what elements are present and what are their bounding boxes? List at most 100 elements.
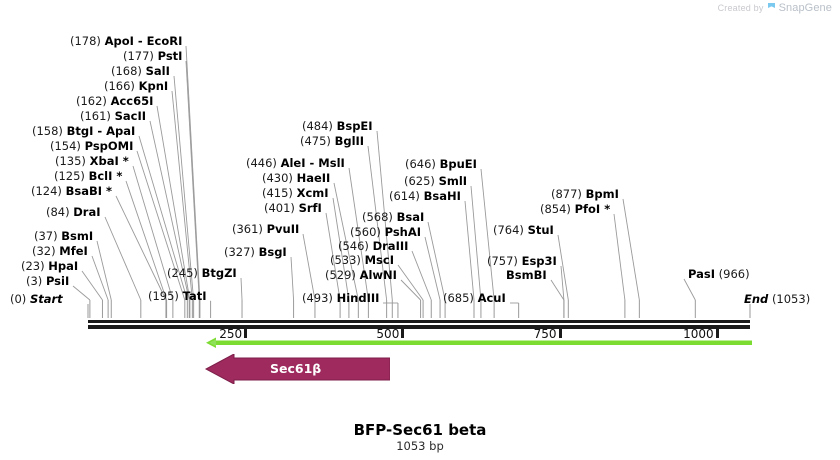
- axis-tick-mark: [401, 329, 405, 338]
- enzyme-name: MscI: [364, 253, 394, 267]
- enzyme-site-label[interactable]: (764) StuI: [493, 224, 554, 237]
- sec61b-feature-arrow[interactable]: [204, 354, 390, 384]
- enzyme-position: (178): [70, 34, 101, 48]
- enzyme-site-label[interactable]: (158) BtgI - ApaI: [32, 125, 135, 138]
- enzyme-position: (401): [264, 201, 295, 215]
- leader-line: [557, 234, 569, 301]
- enzyme-position: (854): [540, 202, 571, 216]
- enzyme-site-label[interactable]: (195) TatI: [148, 290, 207, 303]
- enzyme-name: BsaI: [396, 210, 425, 224]
- enzyme-site-label[interactable]: (32) MfeI: [32, 245, 88, 258]
- enzyme-name: MfeI: [59, 244, 88, 258]
- snapgene-flag-icon: [767, 2, 775, 14]
- enzyme-site-label[interactable]: (546) DraIII: [338, 240, 408, 253]
- leader-line: [125, 180, 168, 301]
- enzyme-site-label[interactable]: (446) AleI - MslI: [246, 157, 345, 170]
- enzyme-site-label[interactable]: (125) BclI *: [54, 170, 122, 183]
- watermark-prefix: Created by: [717, 3, 764, 13]
- enzyme-site-label[interactable]: (84) DraI: [46, 206, 101, 219]
- leader-line: [240, 277, 243, 301]
- enzyme-site-label[interactable]: (757) Esp3I: [487, 255, 557, 268]
- enzyme-name: BsmBI: [506, 268, 547, 282]
- enzyme-position: (154): [50, 139, 81, 153]
- enzyme-position: (361): [232, 222, 263, 236]
- enzyme-site-label[interactable]: (23) HpaI: [21, 260, 78, 273]
- enzyme-site-label[interactable]: (568) BsaI: [362, 211, 424, 224]
- leader-line: [550, 279, 565, 301]
- enzyme-position: (84): [46, 205, 70, 219]
- leader-line: [397, 264, 424, 301]
- leader-line: [91, 255, 109, 301]
- enzyme-position: (161): [80, 109, 111, 123]
- enzyme-site-label[interactable]: (614) BsaHI: [389, 190, 461, 203]
- enzyme-site-label[interactable]: (245) BtgZI: [167, 267, 237, 280]
- enzyme-site-label[interactable]: BsmBI: [506, 269, 547, 282]
- enzyme-site-label[interactable]: (484) BspEI: [302, 120, 373, 133]
- leader-line: [72, 285, 91, 301]
- enzyme-site-label[interactable]: (560) PshAI: [350, 226, 421, 239]
- enzyme-position: (625): [404, 174, 435, 188]
- enzyme-site-label[interactable]: (135) XbaI *: [55, 155, 129, 168]
- enzyme-name: AleI - MslI: [280, 156, 345, 170]
- enzyme-name: PshAI: [384, 225, 422, 239]
- enzyme-site-label[interactable]: (401) SrfI: [264, 202, 322, 215]
- enzyme-site-label[interactable]: (529) AlwNI: [325, 269, 397, 282]
- enzyme-site-label[interactable]: (854) PfoI *: [540, 203, 610, 216]
- enzyme-site-label[interactable]: (177) PstI: [123, 50, 182, 63]
- enzyme-site-label[interactable]: (685) AcuI: [443, 292, 506, 305]
- enzyme-site-label[interactable]: (327) BsgI: [224, 246, 287, 259]
- enzyme-name: PspOMI: [84, 139, 134, 153]
- enzyme-site-label[interactable]: (361) PvuII: [232, 223, 299, 236]
- enzyme-name: XcmI: [296, 186, 329, 200]
- enzyme-site-label[interactable]: (178) ApoI - EcoRI: [70, 35, 182, 48]
- leader-line: [560, 265, 565, 301]
- enzyme-site-label[interactable]: (166) KpnI: [104, 80, 168, 93]
- enzyme-site-label[interactable]: (161) SacII: [80, 110, 146, 123]
- enzyme-site-label[interactable]: (533) MscI: [330, 254, 394, 267]
- enzyme-site-label[interactable]: (162) Acc65I: [76, 95, 153, 108]
- leader-line: [683, 278, 696, 301]
- enzyme-name: XbaI *: [89, 154, 129, 168]
- enzyme-name: BclI *: [88, 169, 123, 183]
- enzyme-site-label[interactable]: (475) BglII: [300, 135, 364, 148]
- enzyme-site-label[interactable]: (493) HindIII: [302, 292, 379, 305]
- enzyme-position: (23): [21, 259, 45, 273]
- enzyme-position: (37): [34, 229, 58, 243]
- enzyme-site-label[interactable]: PasI (966): [688, 268, 750, 281]
- enzyme-name: BtgZI: [201, 266, 237, 280]
- enzyme-position: (32): [32, 244, 56, 258]
- enzyme-position: (757): [487, 254, 518, 268]
- leader-line: [81, 270, 103, 301]
- enzyme-site-label[interactable]: (415) XcmI: [262, 187, 329, 200]
- enzyme-name: AcuI: [477, 291, 506, 305]
- enzyme-name: StuI: [527, 223, 554, 237]
- leader-line: [464, 200, 475, 301]
- enzyme-position: (529): [325, 268, 356, 282]
- enzyme-site-label[interactable]: (168) SalI: [111, 65, 170, 78]
- enzyme-name: SalI: [145, 64, 170, 78]
- enzyme-site-label[interactable]: (646) BpuEI: [405, 158, 477, 171]
- enzyme-site-label[interactable]: (154) PspOMI: [50, 140, 133, 153]
- leader-line: [400, 279, 421, 301]
- enzyme-name: BglII: [334, 134, 365, 148]
- sequence-length: 1053 bp: [396, 439, 444, 453]
- leader-line: [622, 198, 640, 301]
- leader-line: [290, 256, 295, 301]
- enzyme-name: Esp3I: [521, 254, 557, 268]
- backbone-line-bottom: [88, 325, 750, 329]
- enzyme-position: (177): [123, 49, 154, 63]
- enzyme-site-label[interactable]: (3) PsiI: [26, 275, 69, 288]
- enzyme-position: (245): [167, 266, 198, 280]
- leader-line: [613, 213, 626, 301]
- enzyme-site-label[interactable]: (877) BpmI: [551, 188, 619, 201]
- leader-line: [96, 240, 112, 301]
- enzyme-site-label[interactable]: (625) SmlI: [404, 175, 467, 188]
- enzyme-position: (646): [405, 157, 436, 171]
- enzyme-position: (168): [111, 64, 142, 78]
- enzyme-name: HaeII: [296, 171, 331, 185]
- enzyme-name: BtgI - ApaI: [66, 124, 136, 138]
- enzyme-site-label[interactable]: (124) BsaBI *: [31, 185, 112, 198]
- enzyme-site-label[interactable]: (37) BsmI: [34, 230, 93, 243]
- enzyme-site-label[interactable]: (430) HaeII: [262, 172, 330, 185]
- snapgene-watermark: Created by SnapGene: [718, 2, 832, 14]
